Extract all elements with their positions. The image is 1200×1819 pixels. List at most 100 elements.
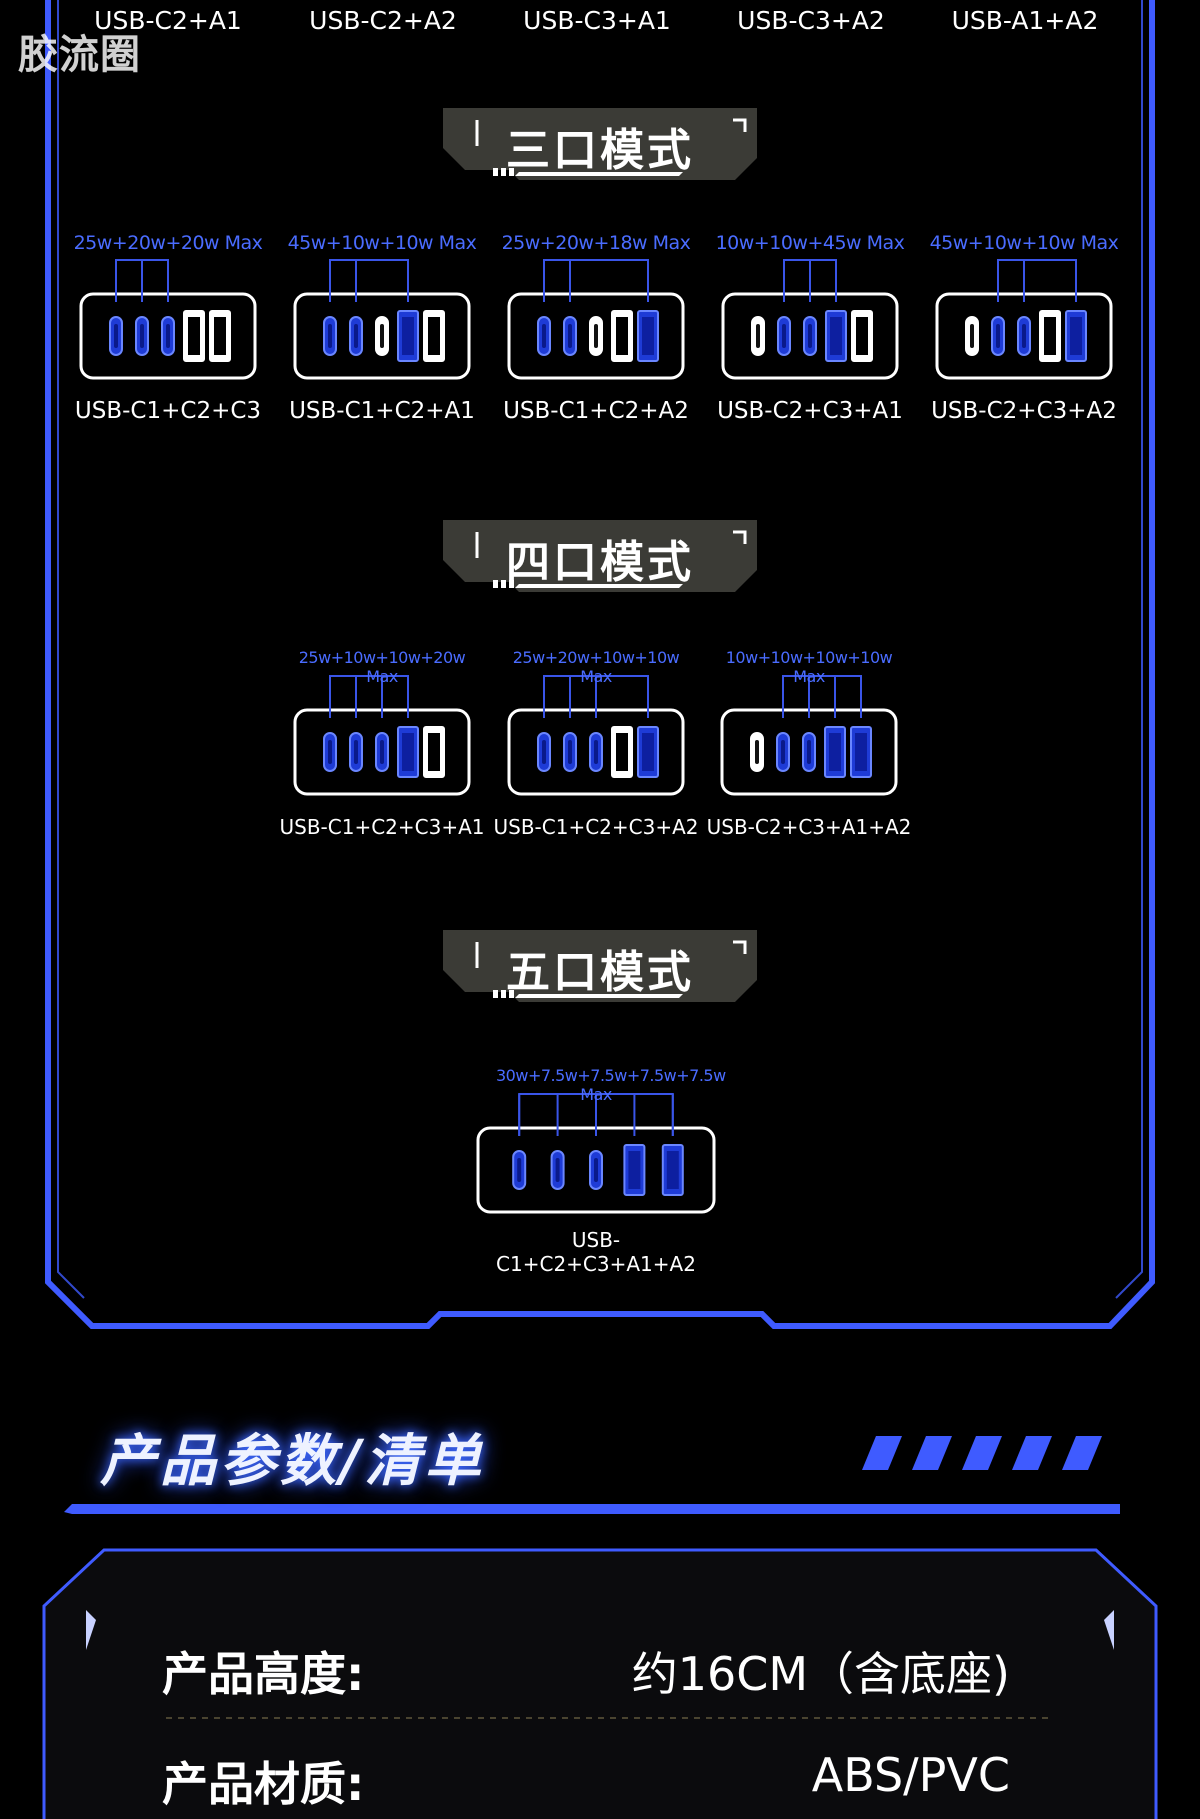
- wattage-label: 25w+20w+18w Max: [501, 232, 691, 254]
- wattage-label: 10w+10w+10w+10w Max: [725, 648, 893, 686]
- two-port-mode-label: USB-C2+A2: [309, 6, 457, 35]
- title-stripe: [962, 1436, 1002, 1470]
- banner-stripe-dot: [501, 580, 506, 588]
- section-banner-title: 四口模式: [506, 537, 694, 588]
- two-port-mode-label: USB-C2+A1: [94, 6, 242, 35]
- wattage-label: 45w+10w+10w Max: [929, 232, 1119, 254]
- port-slot: [807, 740, 811, 764]
- port-slot: [594, 324, 598, 348]
- banner-corner: [733, 118, 747, 132]
- card-marker-right: [1104, 1610, 1114, 1650]
- port-slot: [188, 317, 200, 355]
- port-slot: [555, 1158, 560, 1182]
- banner-stripe-dot: [493, 168, 498, 176]
- banner-plate: [443, 520, 757, 592]
- port-combo-label: USB-C2+C3+A1: [717, 398, 903, 424]
- port-slot: [354, 740, 358, 764]
- port-combo-label: USB-C1+C2+C3+A1+A2: [496, 1228, 696, 1276]
- port-slot: [642, 733, 654, 771]
- port-slot: [166, 324, 170, 348]
- hub-body: [507, 292, 685, 380]
- port-slot: [1044, 317, 1056, 355]
- port-slot: [140, 324, 144, 348]
- port-slot: [855, 733, 867, 771]
- two-port-mode-label: USB-A1+A2: [951, 6, 1099, 35]
- banner-stripe-dot: [501, 168, 506, 176]
- port-slot: [781, 740, 785, 764]
- param-label: 产品材质:: [162, 1757, 365, 1811]
- port-slot: [808, 324, 812, 348]
- title-stripe: [1062, 1436, 1102, 1470]
- connector-line: [543, 259, 649, 302]
- port-combo-label: USB-C1+C2+A2: [503, 398, 689, 424]
- port-slot: [1022, 324, 1026, 348]
- wattage-label: 10w+10w+45w Max: [715, 232, 905, 254]
- port-combo-label: USB-C1+C2+C3+A2: [493, 815, 699, 839]
- param-value: 约16CM（含底座): [631, 1647, 1010, 1701]
- port-slot: [114, 324, 118, 348]
- param-value: ABS/PVC: [811, 1748, 1010, 1802]
- banner-stripe: [515, 994, 683, 998]
- port-slot: [756, 324, 760, 348]
- port-slot: [328, 740, 332, 764]
- params-card: [42, 1548, 1158, 1819]
- banner-corner: [733, 940, 747, 954]
- params-section-title: 产品参数/清单: [100, 1429, 485, 1494]
- banner-stripe: [515, 172, 683, 176]
- wattage-label: 30w+7.5w+7.5w+7.5w+7.5w Max: [496, 1066, 726, 1104]
- port-slot: [542, 324, 546, 348]
- port-slot: [616, 317, 628, 355]
- port-combo-label: USB-C1+C2+C3+A1: [279, 815, 485, 839]
- banner-stripe-dot: [493, 580, 498, 588]
- section-banner-title: 五口模式: [506, 947, 694, 998]
- port-slot: [829, 733, 841, 771]
- frame-inner-left: [57, 0, 85, 1299]
- param-label: 产品高度:: [162, 1647, 365, 1701]
- wattage-label: 25w+20w+20w Max: [73, 232, 263, 254]
- port-combo-label: USB-C2+C3+A1+A2: [706, 815, 912, 839]
- title-stripe: [912, 1436, 952, 1470]
- port-slot: [1070, 317, 1082, 355]
- banner-corner: [733, 530, 747, 544]
- title-stripe: [862, 1436, 902, 1470]
- port-slot: [642, 317, 654, 355]
- port-slot: [568, 324, 572, 348]
- banner-stripe-dot: [509, 580, 514, 588]
- port-slot: [402, 733, 414, 771]
- port-slot: [568, 740, 572, 764]
- title-stripe: [1012, 1436, 1052, 1470]
- port-slot: [380, 324, 384, 348]
- port-slot: [616, 733, 628, 771]
- watermark: 胶流圈: [18, 32, 141, 78]
- outer-frame: [45, 0, 1155, 1329]
- banner-plate: [443, 108, 757, 180]
- connector-line: [997, 259, 1077, 302]
- port-slot: [594, 740, 598, 764]
- wattage-label: 25w+20w+10w+10w Max: [512, 648, 680, 686]
- port-slot: [517, 1158, 522, 1182]
- hub-body: [293, 292, 471, 380]
- two-port-mode-label: USB-C3+A2: [737, 6, 885, 35]
- port-slot: [328, 324, 332, 348]
- port-combo-label: USB-C1+C2+A1: [289, 398, 475, 424]
- banner-plate: [443, 930, 757, 1002]
- port-combo-label: USB-C1+C2+C3: [74, 398, 262, 424]
- port-slot: [666, 1151, 679, 1189]
- port-slot: [628, 1151, 641, 1189]
- card-marker-left: [86, 1610, 96, 1650]
- title-underline: [64, 1504, 1120, 1514]
- port-slot: [830, 317, 842, 355]
- wattage-label: 25w+10w+10w+20w Max: [298, 648, 466, 686]
- port-slot: [380, 740, 384, 764]
- port-slot: [428, 317, 440, 355]
- port-slot: [354, 324, 358, 348]
- port-slot: [214, 317, 226, 355]
- port-combo-label: USB-C2+C3+A2: [931, 398, 1117, 424]
- frame-inner-right: [1115, 0, 1143, 1299]
- connector-line: [329, 259, 409, 302]
- banner-stripe-dot: [509, 990, 514, 998]
- port-slot: [402, 317, 414, 355]
- banner-stripe: [515, 584, 683, 588]
- two-port-mode-label: USB-C3+A1: [523, 6, 671, 35]
